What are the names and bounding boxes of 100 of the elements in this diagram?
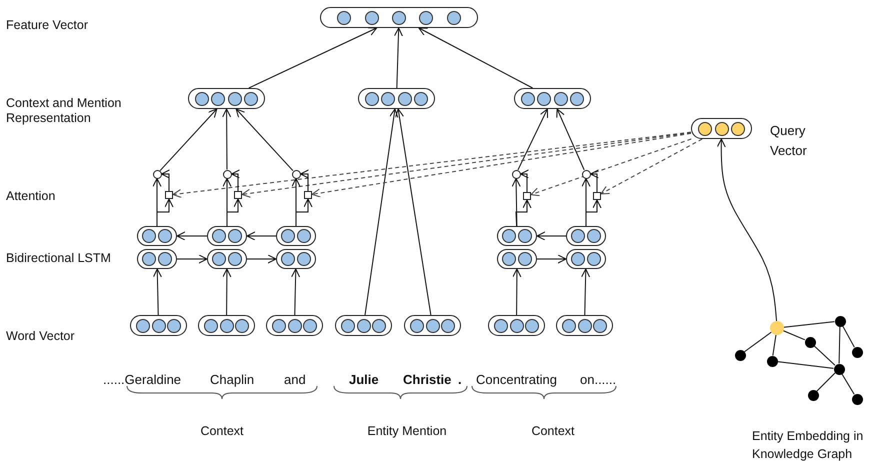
arrow — [716, 138, 777, 322]
sentence-word: ......Geraldine — [103, 372, 182, 387]
word-vector-box — [335, 315, 392, 336]
arrow — [222, 108, 232, 170]
arrow — [176, 254, 208, 264]
graph-node — [770, 321, 784, 335]
arrow — [556, 108, 585, 170]
arrow — [156, 198, 174, 226]
arrow — [248, 27, 378, 88]
lstm-box — [207, 249, 247, 269]
word-vector-box — [556, 315, 613, 336]
graph-caption: Entity Embedding in Knowledge Graph — [752, 428, 864, 461]
lstm-box — [137, 249, 177, 269]
arrow — [394, 108, 432, 316]
arrow — [231, 170, 240, 192]
vector-box — [188, 88, 265, 109]
graph-link — [842, 325, 855, 348]
node-caption: Query Vector — [770, 122, 808, 160]
word-vector-box — [404, 315, 461, 336]
attention-gate — [582, 170, 590, 178]
arrow — [512, 178, 521, 226]
attention-score — [593, 192, 601, 200]
arrow — [515, 200, 532, 226]
sentence-word: on...... — [580, 372, 616, 387]
arrow — [226, 198, 242, 226]
attention-score — [523, 192, 531, 200]
graph-link — [744, 332, 772, 352]
attention-gate — [222, 170, 232, 178]
lstm-box — [566, 226, 606, 246]
word-vector-box — [130, 315, 187, 336]
arrow — [520, 170, 529, 192]
sentence-word: Christie — [403, 372, 452, 387]
graph-link — [772, 334, 776, 356]
group-label: Context — [199, 424, 245, 439]
graph-link — [783, 321, 836, 328]
graph-link — [776, 361, 834, 369]
arrow — [312, 132, 692, 198]
graph-node — [834, 316, 846, 326]
arrow — [291, 268, 300, 316]
graph-node — [852, 346, 862, 358]
arrow — [161, 170, 170, 192]
graph-node — [734, 350, 746, 360]
row-label: Feature Vector — [6, 18, 88, 33]
group-label: Context — [530, 424, 576, 439]
arrow — [394, 28, 403, 88]
sentence-word: Concentrating — [476, 372, 557, 387]
graph-link — [841, 373, 855, 395]
vector-box — [514, 88, 591, 109]
graph-link — [782, 330, 806, 340]
attention-gate — [512, 170, 520, 178]
arrow — [536, 232, 566, 240]
arrow — [296, 198, 312, 226]
arrow — [246, 232, 276, 240]
row-label: Bidirectional LSTM — [6, 251, 111, 266]
word-vector-box — [266, 315, 323, 336]
vector-box — [358, 88, 435, 109]
graph-node — [804, 336, 816, 348]
arrow — [536, 254, 566, 264]
attention-gate — [152, 170, 162, 178]
lstm-box — [137, 226, 177, 246]
graph-link — [838, 326, 840, 364]
lstm-box — [207, 226, 247, 246]
arrow — [236, 108, 294, 172]
lstm-box — [276, 249, 316, 269]
arrow — [581, 268, 590, 316]
graph-node — [808, 390, 818, 400]
arrow — [176, 232, 208, 240]
arrow — [590, 170, 599, 192]
word-vector-box — [198, 315, 255, 336]
arrow — [517, 108, 548, 170]
arrow — [586, 200, 602, 226]
arrow — [418, 28, 534, 88]
lstm-box — [497, 226, 537, 246]
row-label: Word Vector — [6, 329, 75, 344]
vector-box — [320, 7, 478, 28]
sentence-word: Julie — [349, 372, 379, 387]
attention-score — [165, 191, 173, 199]
arrow — [530, 138, 692, 196]
graph-link — [814, 345, 836, 366]
word-vector-box — [488, 315, 545, 336]
graph-link — [816, 372, 836, 392]
row-label: Context and Mention Representation — [6, 96, 122, 126]
graph-node — [852, 394, 862, 404]
lstm-box — [566, 249, 606, 269]
arrow — [600, 138, 703, 194]
attention-score — [304, 191, 312, 199]
attention-score — [234, 191, 242, 199]
row-label: Attention — [6, 189, 56, 204]
lstm-box — [276, 226, 316, 246]
arrow — [222, 268, 232, 316]
arrow — [152, 268, 162, 316]
arrow — [160, 108, 218, 172]
graph-node — [766, 356, 778, 366]
attention-gate — [292, 170, 300, 178]
vector-box — [691, 118, 752, 139]
arrow — [512, 268, 522, 316]
arrow — [300, 170, 309, 192]
sentence-word: . — [458, 372, 462, 387]
group-label: Entity Mention — [366, 424, 448, 439]
graph-node — [834, 364, 844, 374]
